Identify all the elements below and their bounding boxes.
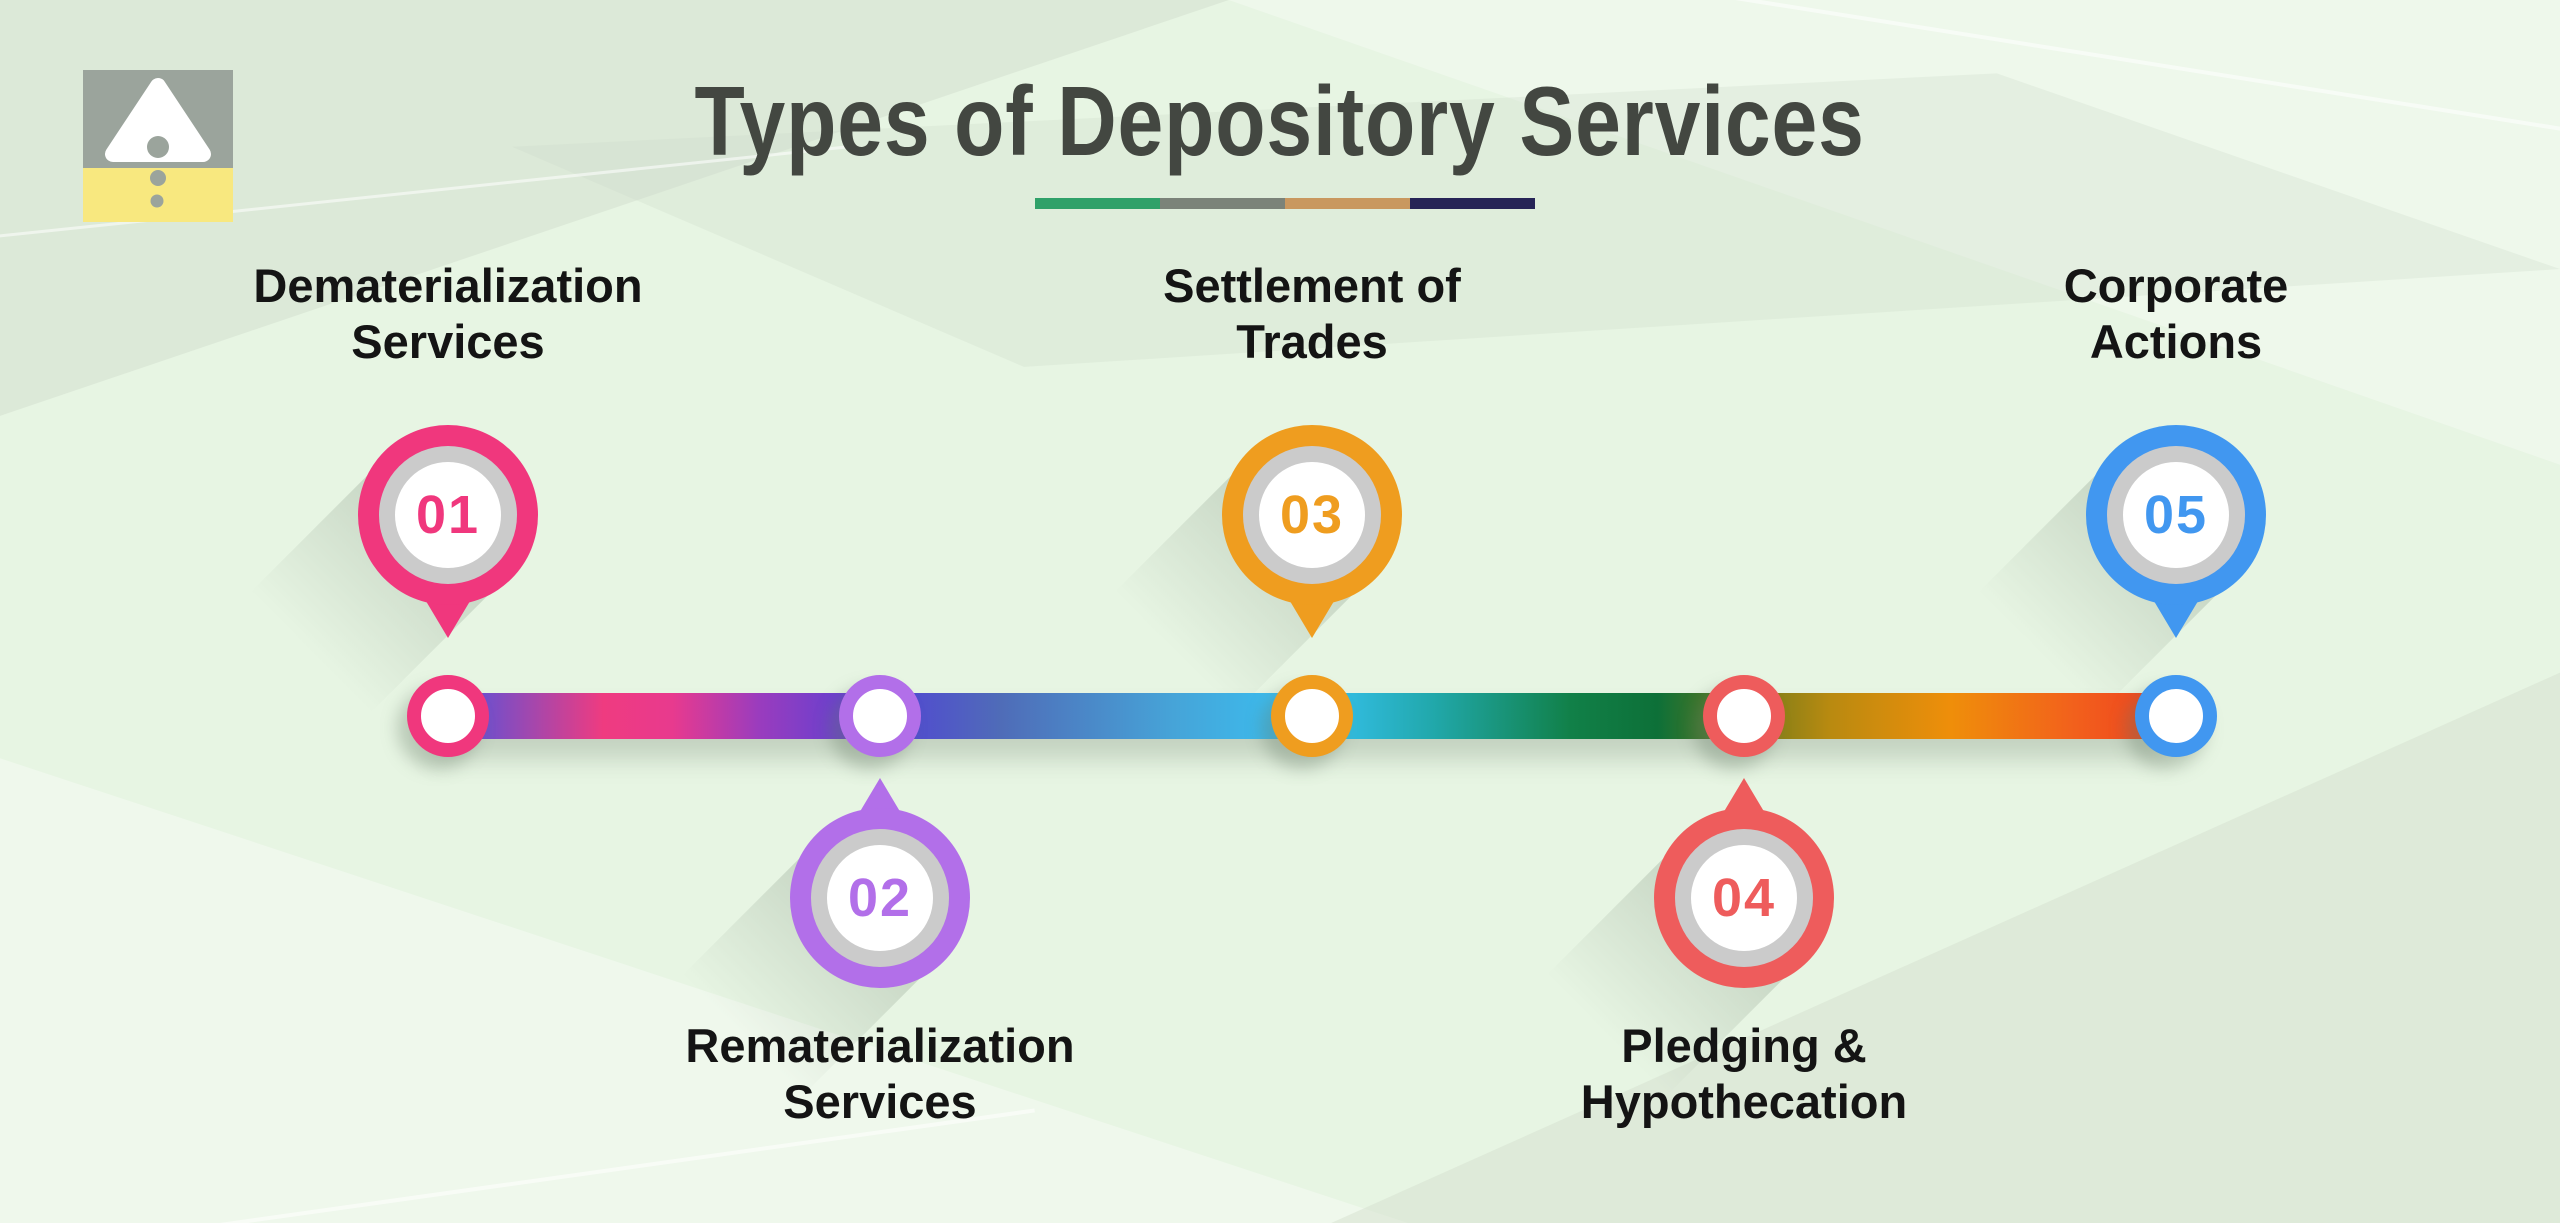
pin-outer-ring: 01 <box>358 425 538 605</box>
timeline-item-03: Settlement of Trades 03 <box>1012 0 1612 1223</box>
item-label: Dematerialization Services <box>148 258 748 371</box>
item-label-line: Actions <box>2089 315 2263 369</box>
pin-number: 04 <box>1711 868 1777 928</box>
timeline-node-icon <box>839 675 921 757</box>
pin-inner-circle: 02 <box>827 845 933 951</box>
pin-gray-ring: 05 <box>2107 446 2245 584</box>
pin-outer-ring: 02 <box>790 808 970 988</box>
item-label-line: Corporate <box>2063 259 2289 312</box>
pin-inner-circle: 04 <box>1691 845 1797 951</box>
item-label-line: Rematerialization <box>685 1019 1075 1072</box>
timeline-node-icon <box>2135 675 2217 757</box>
underline-segment <box>1410 198 1535 209</box>
item-label-line: Settlement of <box>1163 259 1461 312</box>
pin-gray-ring: 02 <box>811 829 949 967</box>
timeline-item-01: Dematerialization Services 01 <box>148 0 748 1223</box>
page-title-text: Types of Depository Services <box>694 66 1866 176</box>
timeline-item-05: Corporate Actions 05 <box>1876 0 2476 1223</box>
underline-segment <box>1285 198 1410 209</box>
map-pin-icon: 05 <box>2086 425 2266 605</box>
map-pin-icon: 04 <box>1654 808 1834 988</box>
pin-outer-ring: 03 <box>1222 425 1402 605</box>
pin-inner-circle: 05 <box>2123 462 2229 568</box>
item-label: Rematerialization Services <box>580 1018 1180 1131</box>
map-pin-icon: 02 <box>790 808 970 988</box>
pin-outer-ring: 05 <box>2086 425 2266 605</box>
brand-logo <box>83 70 233 222</box>
timeline-node-icon <box>1703 675 1785 757</box>
underline-segment <box>1035 198 1160 209</box>
item-label: Settlement of Trades <box>1012 258 1612 371</box>
pin-inner-circle: 01 <box>395 462 501 568</box>
pin-number: 03 <box>1279 485 1345 545</box>
pin-number: 02 <box>847 868 913 928</box>
timeline-item-02: Rematerialization Services 02 <box>580 0 1180 1223</box>
title-underline <box>1035 198 1535 209</box>
page-title: Types of Depository Services <box>0 72 2560 170</box>
timeline-node-icon <box>1271 675 1353 757</box>
item-label-line: Pledging & <box>1621 1019 1867 1072</box>
map-pin-icon: 01 <box>358 425 538 605</box>
item-label-line: Hypothecation <box>1580 1075 1908 1129</box>
timeline-item-04: Pledging & Hypothecation 04 <box>1444 0 2044 1223</box>
item-label-line: Dematerialization <box>253 259 643 312</box>
underline-segment <box>1160 198 1285 209</box>
pin-number: 05 <box>2143 485 2209 545</box>
triangle-dots-logo-icon <box>83 70 233 222</box>
pin-outer-ring: 04 <box>1654 808 1834 988</box>
pin-gray-ring: 03 <box>1243 446 1381 584</box>
item-label-line: Trades <box>1236 315 1388 369</box>
item-label: Pledging & Hypothecation <box>1444 1018 2044 1131</box>
item-label: Corporate Actions <box>1876 258 2476 371</box>
item-label-line: Services <box>783 1075 977 1129</box>
map-pin-icon: 03 <box>1222 425 1402 605</box>
item-label-line: Services <box>351 315 545 369</box>
pin-gray-ring: 04 <box>1675 829 1813 967</box>
pin-inner-circle: 03 <box>1259 462 1365 568</box>
pin-number: 01 <box>415 485 481 545</box>
pin-gray-ring: 01 <box>379 446 517 584</box>
timeline-node-icon <box>407 675 489 757</box>
